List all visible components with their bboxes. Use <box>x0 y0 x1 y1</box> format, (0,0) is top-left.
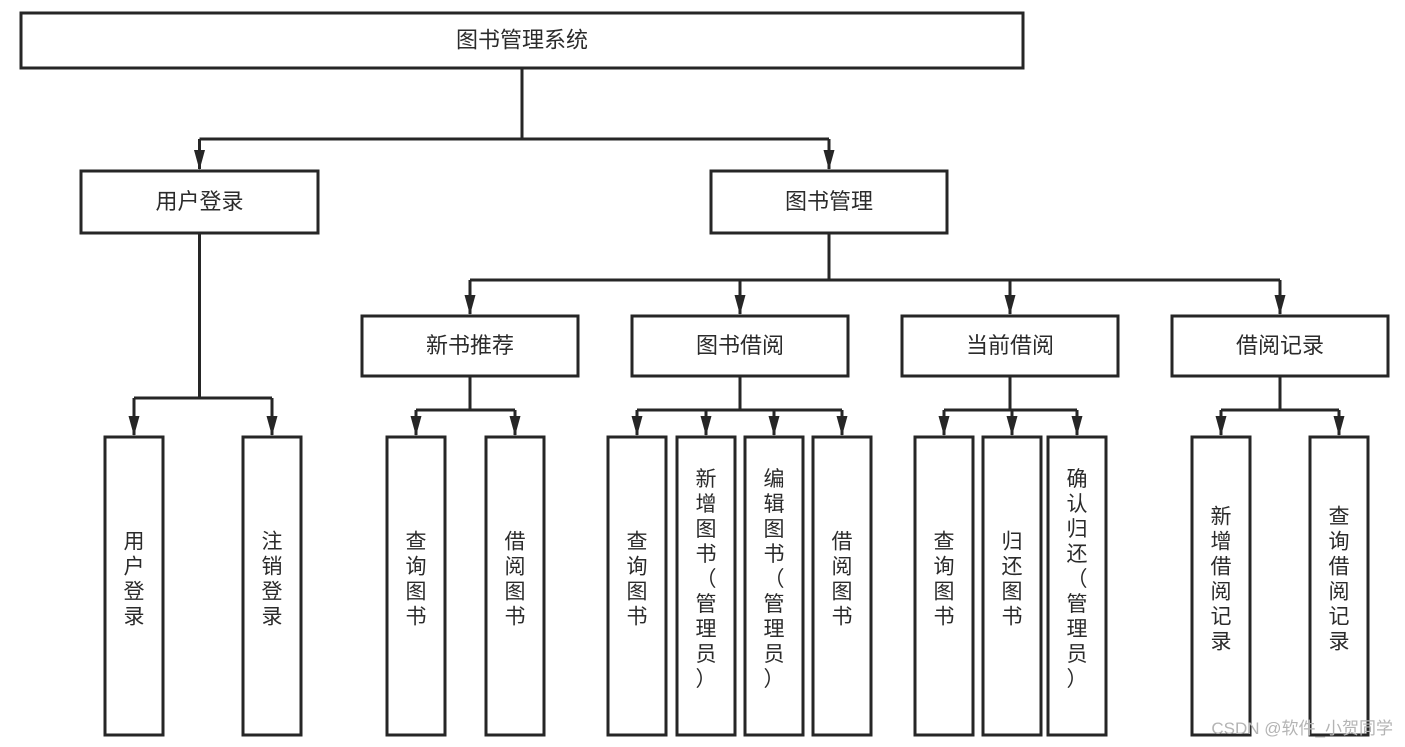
arrow-head-icon <box>836 416 848 436</box>
node-box[interactable] <box>484 435 546 737</box>
node-box[interactable] <box>360 314 580 378</box>
node-label: 查询图书 <box>934 531 955 629</box>
node-leaf-归还图书[interactable]: 归还图书 <box>981 435 1043 737</box>
node-box[interactable] <box>743 435 805 737</box>
arrow-head-icon <box>194 150 205 170</box>
connectors-layer <box>128 68 1345 436</box>
node-leaf-新增图书管理员[interactable]: 新增图书（管理员） <box>675 435 737 737</box>
arrow-head-icon <box>1333 416 1345 436</box>
node-box[interactable] <box>630 314 850 378</box>
node-level2-图书管理[interactable]: 图书管理 <box>709 169 949 235</box>
node-box[interactable] <box>913 435 975 737</box>
node-label: 确认归还（管理员） <box>1067 468 1088 691</box>
arrow-head-icon <box>938 416 950 436</box>
arrow-head-icon <box>1071 416 1083 436</box>
node-label: 查询图书 <box>627 531 648 629</box>
node-label: 用户登录 <box>155 189 243 214</box>
node-label: 借阅图书 <box>832 531 853 629</box>
csdn-watermark: CSDN @软件_小贺同学 <box>1211 719 1393 738</box>
node-box[interactable] <box>79 169 320 235</box>
node-label: 查询图书 <box>406 531 427 629</box>
node-label: 编辑图书（管理员） <box>764 468 785 691</box>
node-leaf-查询图书[interactable]: 查询图书 <box>606 435 668 737</box>
arrow-head-icon <box>1004 295 1016 315</box>
node-label: 注销登录 <box>262 531 283 629</box>
node-label: 查询借阅记录 <box>1329 506 1350 654</box>
node-label: 图书借阅 <box>696 333 784 358</box>
node-leaf-查询借阅记录[interactable]: 查询借阅记录 <box>1308 435 1370 737</box>
arrow-head-icon <box>631 416 643 436</box>
node-box[interactable] <box>675 435 737 737</box>
node-leaf-借阅图书[interactable]: 借阅图书 <box>811 435 873 737</box>
nodes-layer: 图书管理系统用户登录图书管理新书推荐图书借阅当前借阅借阅记录用户登录注销登录查询… <box>19 11 1390 737</box>
node-level3-借阅记录[interactable]: 借阅记录 <box>1170 314 1390 378</box>
node-label: 当前借阅 <box>966 333 1054 358</box>
node-leaf-查询图书[interactable]: 查询图书 <box>385 435 447 737</box>
node-box[interactable] <box>900 314 1120 378</box>
node-label: 图书管理系统 <box>456 27 588 52</box>
node-leaf-确认归还管理员[interactable]: 确认归还（管理员） <box>1046 435 1108 737</box>
node-label: 借阅图书 <box>505 531 526 629</box>
node-leaf-注销登录[interactable]: 注销登录 <box>241 435 303 737</box>
node-box[interactable] <box>103 435 165 737</box>
node-label: 新书推荐 <box>426 333 514 358</box>
node-box[interactable] <box>981 435 1043 737</box>
node-label: 用户登录 <box>124 531 145 629</box>
node-box[interactable] <box>1170 314 1390 378</box>
node-box[interactable] <box>1046 435 1108 737</box>
node-box[interactable] <box>1308 435 1370 737</box>
node-leaf-新增借阅记录[interactable]: 新增借阅记录 <box>1190 435 1252 737</box>
arrow-head-icon <box>700 416 712 436</box>
arrow-head-icon <box>464 295 476 315</box>
node-label: 图书管理 <box>785 189 873 214</box>
arrow-head-icon <box>1215 416 1227 436</box>
node-box[interactable] <box>606 435 668 737</box>
node-label: 新增借阅记录 <box>1211 506 1232 654</box>
arrow-head-icon <box>410 416 422 436</box>
arrow-head-icon <box>128 416 140 436</box>
arrow-head-icon <box>1274 295 1286 315</box>
node-level2-用户登录[interactable]: 用户登录 <box>79 169 320 235</box>
arrow-head-icon <box>768 416 780 436</box>
node-level3-当前借阅[interactable]: 当前借阅 <box>900 314 1120 378</box>
node-leaf-借阅图书[interactable]: 借阅图书 <box>484 435 546 737</box>
node-box[interactable] <box>385 435 447 737</box>
arrow-head-icon <box>509 416 521 436</box>
node-box[interactable] <box>1190 435 1252 737</box>
node-box[interactable] <box>709 169 949 235</box>
arrow-head-icon <box>266 416 278 436</box>
node-box[interactable] <box>811 435 873 737</box>
node-leaf-用户登录[interactable]: 用户登录 <box>103 435 165 737</box>
node-level3-新书推荐[interactable]: 新书推荐 <box>360 314 580 378</box>
node-label: 借阅记录 <box>1236 333 1324 358</box>
node-leaf-编辑图书管理员[interactable]: 编辑图书（管理员） <box>743 435 805 737</box>
arrow-head-icon <box>823 150 835 170</box>
node-root-图书管理系统[interactable]: 图书管理系统 <box>19 11 1025 70</box>
node-label: 新增图书（管理员） <box>696 468 717 691</box>
arrow-head-icon <box>734 295 746 315</box>
node-label: 归还图书 <box>1002 531 1023 629</box>
node-box[interactable] <box>19 11 1025 70</box>
arrow-head-icon <box>1006 416 1018 436</box>
node-box[interactable] <box>241 435 303 737</box>
node-level3-图书借阅[interactable]: 图书借阅 <box>630 314 850 378</box>
node-leaf-查询图书[interactable]: 查询图书 <box>913 435 975 737</box>
